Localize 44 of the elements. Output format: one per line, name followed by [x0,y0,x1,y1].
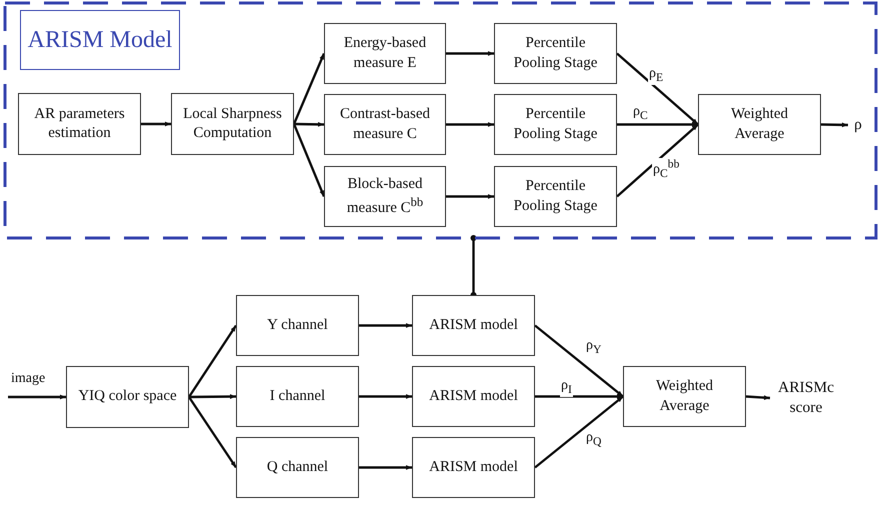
process-box: ARISM model [412,295,535,356]
process-box: ARISM model [412,437,535,498]
arrow [535,394,623,399]
arrow [141,122,171,126]
process-box: Q channel [236,437,359,498]
process-box: Local Sharpness Computation [171,93,294,155]
output-label: ARISMc score [770,376,842,420]
process-box: AR parameters estimation [18,93,141,155]
arrow [359,465,412,470]
arrow [188,324,237,398]
process-box: Contrast-based measure C [324,94,446,155]
arrow [446,51,494,56]
process-box: YIQ color space [66,366,189,428]
process-box: Weighted Average [623,366,746,427]
process-box: Weighted Average [698,94,821,155]
arrow [534,396,624,468]
arrow [292,124,326,197]
arrow [188,394,236,399]
process-box: Block-based measure C$^{bb}$ [324,166,446,227]
model-title: ARISM Model [20,10,180,70]
process-box: Percentile Pooling Stage [494,166,617,227]
edge-label: image [10,371,46,386]
arrow [616,52,699,126]
arrow [359,323,412,328]
arrow [616,124,699,198]
arrow [188,396,237,468]
arrow [746,395,770,400]
dashed-group-border [5,3,876,238]
process-box: I channel [236,366,359,427]
arrow [446,122,494,127]
arrow [8,394,66,400]
output-label: ρ [848,113,868,137]
arrow [617,122,698,127]
arrow [294,122,324,127]
process-box: Energy-based measure E [324,23,446,84]
process-box: Percentile Pooling Stage [494,23,617,84]
process-box: ARISM model [412,366,535,427]
arrow [446,194,494,199]
process-box: Percentile Pooling Stage [494,94,617,155]
arrow [359,394,412,399]
process-box: Y channel [236,295,359,356]
arrow [820,122,848,128]
arrow [534,324,624,398]
arrow [292,53,326,124]
